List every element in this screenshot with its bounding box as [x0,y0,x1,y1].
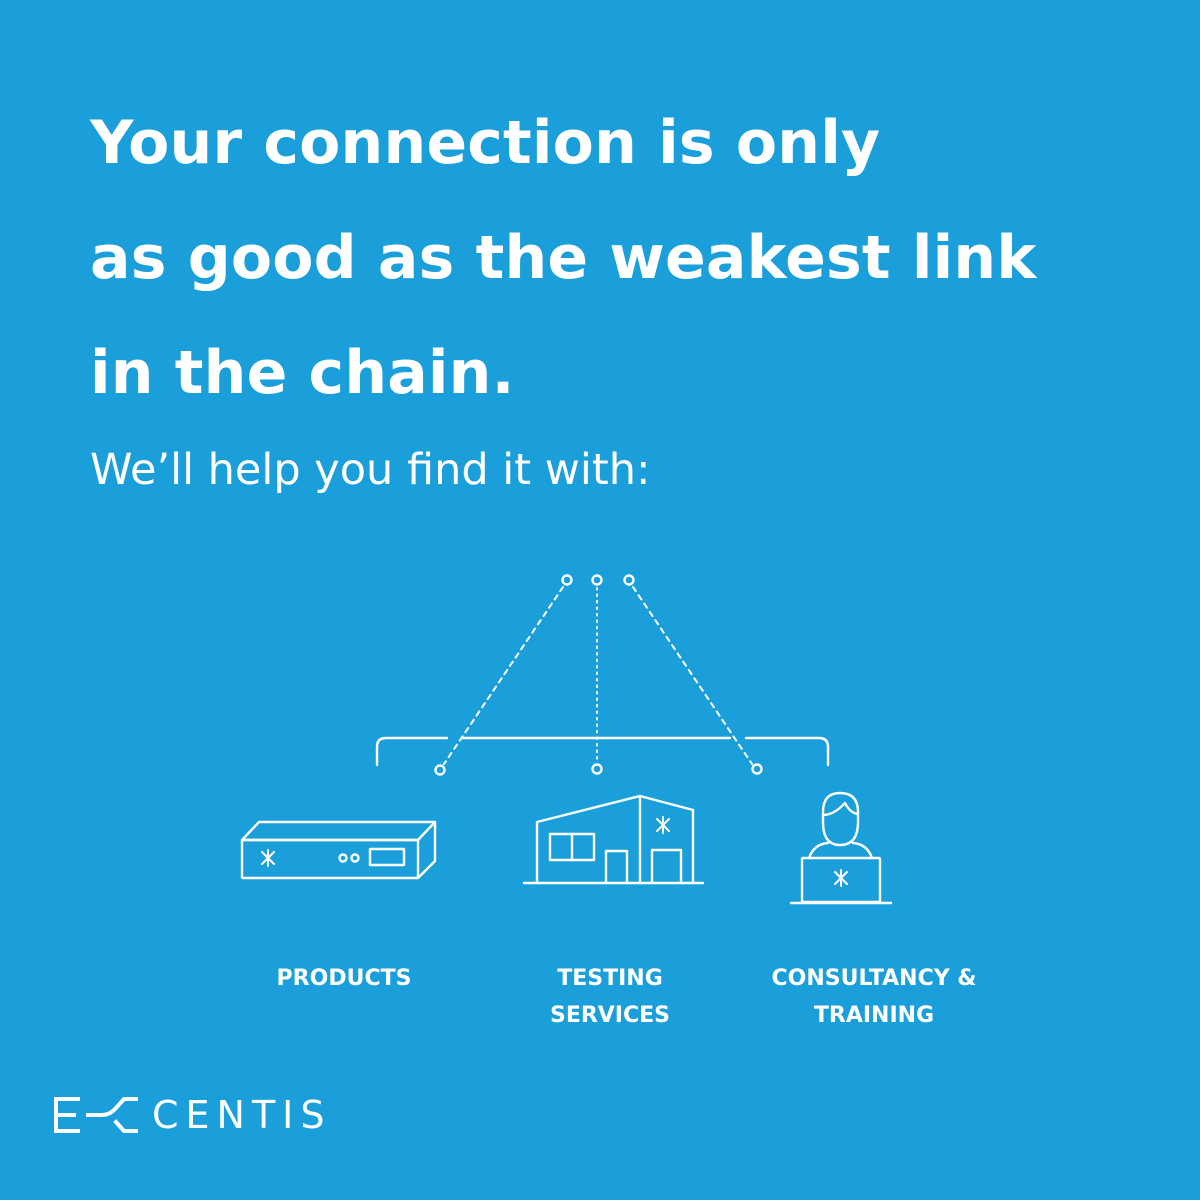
label-consult-line-1: CONSULTANCY & [771,966,977,991]
headline-line-3: in the chain. [90,338,515,408]
logo-ex-mark-icon [54,1097,138,1133]
bracket [375,736,830,767]
label-testing-line-1: TESTING [557,966,663,991]
label-testing-line-2: SERVICES [549,1003,671,1028]
top-dot-left [561,574,573,586]
top-dot-center [591,574,603,586]
headline: Your connection is only as good as the w… [90,86,1170,431]
label-consult-line-2: TRAINING [813,1003,935,1028]
label-products-line-1: PRODUCTS [276,966,412,991]
headline-line-1: Your connection is only [90,108,881,178]
bottom-dot-consultancy [751,763,763,775]
building-icon [522,794,705,885]
headline-line-2: as good as the weakest link [90,223,1037,293]
top-dot-right [623,574,635,586]
subline: We’ll help you find it with: [90,445,651,495]
excentis-logo: CENTIS [54,1093,332,1137]
dashed-links [443,586,753,765]
person-laptop-icon [789,791,893,905]
bottom-dot-testing [591,763,603,775]
bottom-dot-products [434,764,446,776]
label-products: PRODUCTS [244,960,444,997]
network-device-icon [240,820,437,880]
logo-text: CENTIS [152,1093,332,1137]
label-testing-services: TESTING SERVICES [500,960,720,1034]
label-consultancy-training: CONSULTANCY & TRAINING [744,960,1004,1034]
